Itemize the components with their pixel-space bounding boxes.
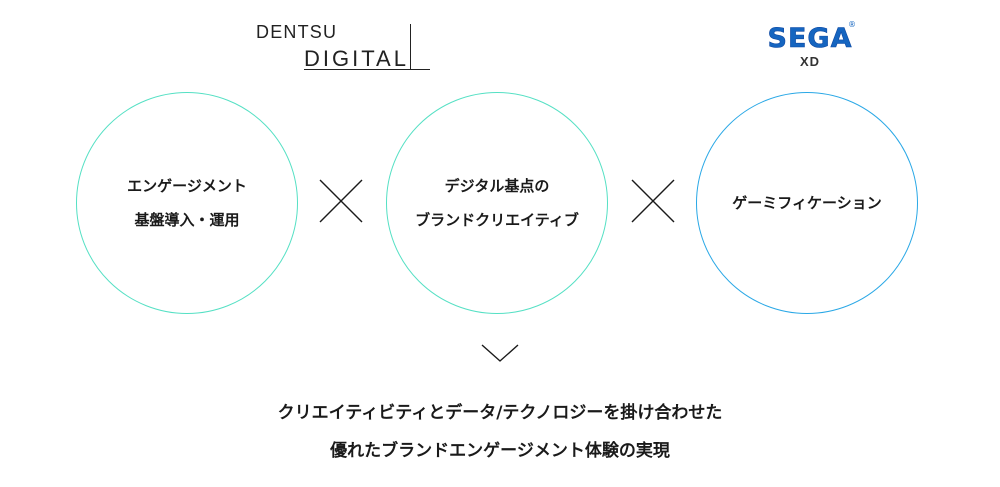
logo-divider: [410, 24, 411, 70]
chevron-down-icon: [481, 344, 519, 362]
circle-label-line: ブランドクリエイティブ: [415, 211, 579, 229]
logo-xd-text: XD: [799, 54, 821, 69]
circle-label-line: 基盤導入・運用: [134, 211, 240, 229]
logo-digital-text: DIGITAL: [304, 46, 409, 71]
circle-label-line: ゲーミフィケーション: [732, 194, 882, 212]
circle-brand-creative: デジタル基点の ブランドクリエイティブ: [386, 92, 608, 314]
logo-dentsu-text: DENTSU: [256, 22, 338, 42]
cross-icon: [319, 179, 363, 223]
cross-icon: [631, 179, 675, 223]
registered-mark: ®: [848, 20, 856, 29]
logo-underline: [304, 69, 430, 70]
dentsu-digital-logo: DENTSU DIGITAL: [256, 22, 432, 71]
circle-label-line: デジタル基点の: [444, 177, 550, 195]
tagline-line-2: 優れたブランドエンゲージメント体験の実現: [330, 441, 670, 461]
circle-gamification: ゲーミフィケーション: [696, 92, 918, 314]
sega-xd-logo: SEGA ® XD: [762, 20, 858, 74]
circle-engagement: エンゲージメント 基盤導入・運用: [76, 92, 298, 314]
logo-sega-text: SEGA: [767, 23, 853, 54]
tagline-line-1: クリエイティビティとデータ/テクノロジーを掛け合わせた: [277, 403, 723, 423]
circle-label-line: エンゲージメント: [127, 177, 247, 195]
